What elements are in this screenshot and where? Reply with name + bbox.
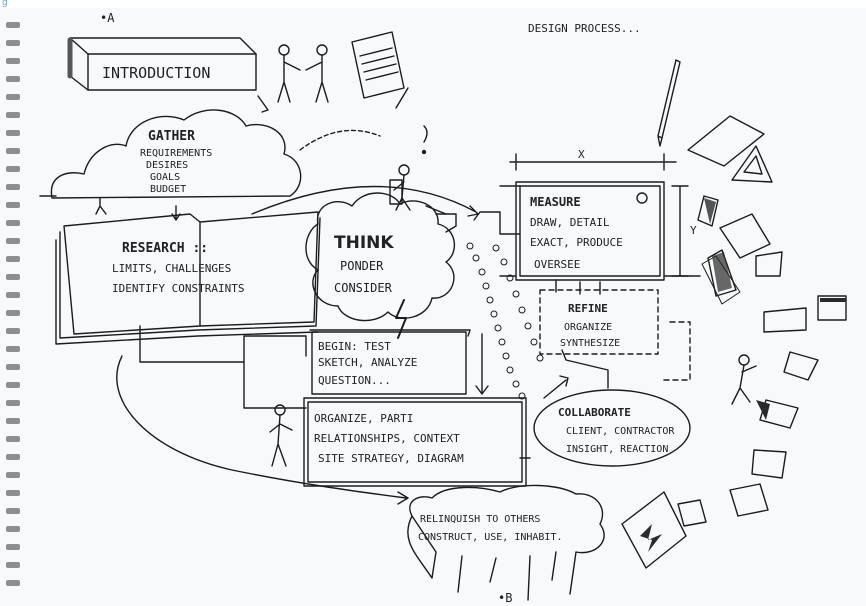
small-figure: [95, 197, 107, 215]
begin-line: BEGIN: TEST: [318, 340, 391, 353]
think-cloud: [305, 192, 456, 322]
refine-line: SYNTHESIZE: [560, 338, 620, 349]
organize-box: [303, 397, 527, 487]
thumbnail-arc: [621, 195, 847, 569]
arrow-intro-gather: [257, 95, 269, 113]
research-line: LIMITS, CHALLENGES: [112, 262, 231, 275]
begin-box: [309, 299, 471, 395]
paper: [0, 8, 866, 606]
ink-fills: [640, 198, 846, 552]
collaborate-oval: [533, 389, 691, 467]
drafting-tools: [687, 115, 773, 183]
think-line: PONDER: [340, 259, 384, 273]
introduction-label: INTRODUCTION: [102, 64, 210, 82]
research-book: [55, 211, 321, 345]
think-title: THINK: [334, 233, 394, 253]
header-title: DESIGN PROCESS...: [528, 22, 641, 35]
gather-item: BUDGET: [150, 184, 186, 195]
standing-figure: [269, 404, 293, 467]
measure-line: EXACT, PRODUCE: [530, 236, 623, 249]
page-mark-top: •A: [100, 11, 115, 25]
refine-box: [539, 289, 659, 355]
relinquish-cloud: [407, 484, 605, 601]
collaborate-line: INSIGHT, REACTION: [566, 444, 668, 455]
gather-item: DESIRES: [146, 160, 188, 171]
spiral-binding: [6, 22, 20, 586]
begin-line: SKETCH, ANALYZE: [318, 356, 417, 369]
relinquish-line: CONSTRUCT, USE, INHABIT.: [418, 532, 563, 543]
begin-line: QUESTION...: [318, 374, 391, 387]
pencil-icon: [657, 59, 681, 147]
thinker-figure: [389, 125, 428, 211]
measure-title: MEASURE: [530, 195, 581, 209]
gather-item: GOALS: [150, 172, 180, 183]
gather-cloud: [50, 109, 302, 199]
organize-line: RELATIONSHIPS, CONTEXT: [314, 432, 460, 445]
dotted-loop: [466, 242, 544, 400]
contract-icon: [351, 31, 409, 109]
page-mark-bottom: •B: [498, 591, 512, 605]
handshake-figures: [277, 44, 329, 103]
organize-line: SITE STRATEGY, DIAGRAM: [318, 452, 464, 465]
measure-box: [499, 153, 701, 281]
gather-title: GATHER: [148, 129, 195, 144]
collaborate-line: CLIENT, CONTRACTOR: [566, 426, 675, 437]
relinquish-line: RELINQUISH TO OTHERS: [420, 514, 540, 525]
research-line: IDENTIFY CONSTRAINTS: [112, 282, 244, 295]
connector-lines: [116, 185, 609, 505]
introduction-box: [67, 37, 257, 91]
think-line: CONSIDER: [334, 281, 393, 295]
measure-line: DRAW, DETAIL: [530, 216, 610, 229]
figure-caption: g: [2, 0, 8, 8]
refine-line: ORGANIZE: [564, 322, 612, 333]
gather-item: REQUIREMENTS: [140, 148, 212, 159]
organize-line: ORGANIZE, PARTI: [314, 412, 413, 425]
research-title: RESEARCH ::: [122, 241, 208, 256]
refine-title: REFINE: [568, 302, 608, 315]
collaborate-title: COLLABORATE: [558, 406, 631, 419]
measure-line: OVERSEE: [534, 258, 580, 271]
dimension-y: Y: [690, 224, 697, 237]
dimension-x: X: [578, 148, 585, 161]
top-strip: [0, 0, 866, 8]
